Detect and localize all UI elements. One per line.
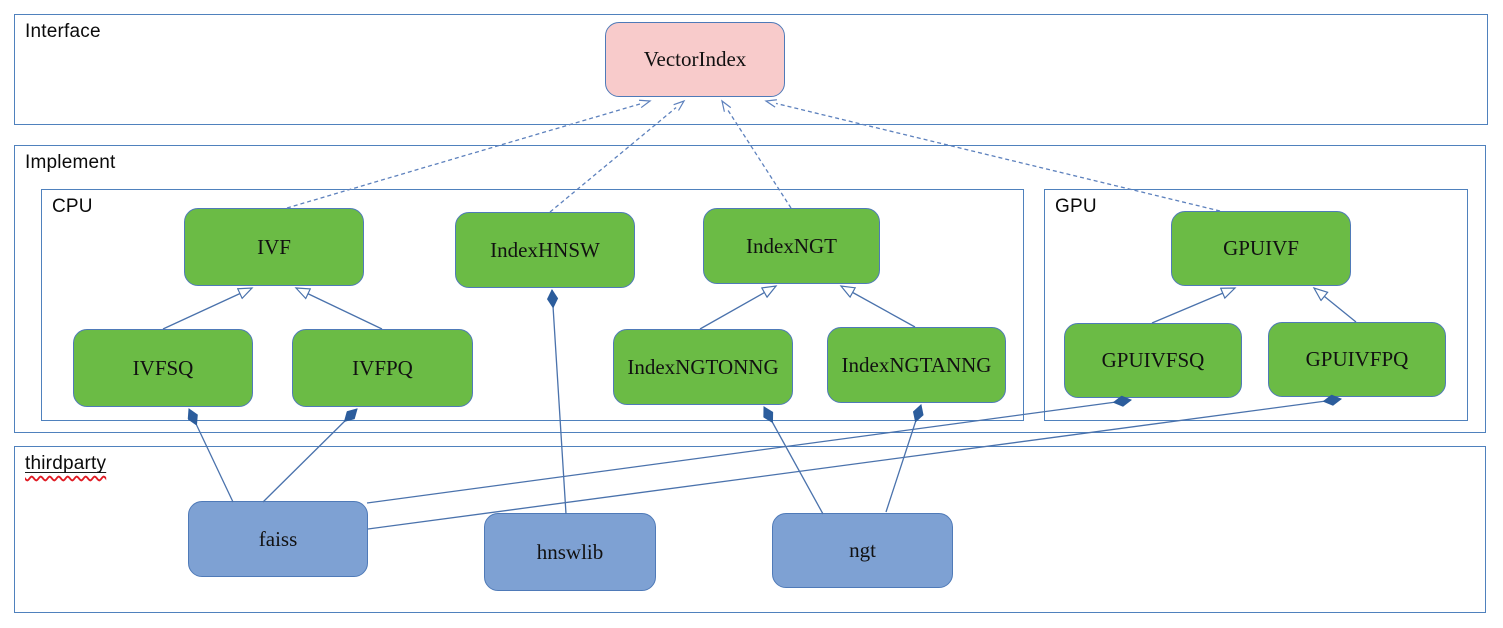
node-faiss-label: faiss	[258, 526, 298, 551]
node-indexngt[interactable]: IndexNGT	[703, 208, 880, 284]
node-faiss[interactable]: faiss	[188, 501, 368, 577]
container-thirdparty-label: thirdparty	[25, 453, 106, 475]
node-indexhnsw[interactable]: IndexHNSW	[455, 212, 635, 288]
node-indexngtonng[interactable]: IndexNGTONNG	[613, 329, 793, 405]
node-hnswlib-label: hnswlib	[536, 539, 604, 564]
node-gpuivfpq-label: GPUIVFPQ	[1305, 347, 1409, 371]
container-implement-label: Implement	[25, 152, 116, 173]
node-gpuivfsq-label: GPUIVFSQ	[1101, 348, 1205, 372]
node-ivfsq[interactable]: IVFSQ	[73, 329, 253, 407]
node-gpuivf-label: GPUIVF	[1223, 236, 1299, 260]
node-indexngtanng[interactable]: IndexNGTANNG	[827, 327, 1006, 403]
node-vectorindex-label: VectorIndex	[643, 47, 747, 71]
node-gpuivf[interactable]: GPUIVF	[1171, 211, 1351, 286]
node-ngt[interactable]: ngt	[772, 513, 953, 588]
node-gpuivfsq[interactable]: GPUIVFSQ	[1064, 323, 1242, 398]
node-indexhnsw-label: IndexHNSW	[490, 237, 600, 262]
node-ivf-label: IVF	[257, 234, 291, 259]
node-indexngt-label: IndexNGT	[746, 233, 837, 258]
node-ivf[interactable]: IVF	[184, 208, 364, 286]
node-ivfsq-label: IVFSQ	[132, 355, 194, 380]
container-interface-label: Interface	[25, 21, 101, 42]
node-ivfpq-label: IVFPQ	[352, 355, 413, 380]
container-cpu-label: CPU	[52, 196, 93, 217]
node-ngt-label: ngt	[849, 538, 876, 562]
node-indexngtanng-label: IndexNGTANNG	[841, 352, 992, 377]
node-gpuivfpq[interactable]: GPUIVFPQ	[1268, 322, 1446, 397]
node-vectorindex[interactable]: VectorIndex	[605, 22, 785, 97]
thirdparty-spellcheck-squiggle: thirdparty	[25, 453, 107, 474]
node-ivfpq[interactable]: IVFPQ	[292, 329, 473, 407]
container-gpu-label: GPU	[1055, 196, 1097, 217]
node-hnswlib[interactable]: hnswlib	[484, 513, 656, 591]
node-indexngtonng-label: IndexNGTONNG	[627, 354, 779, 379]
